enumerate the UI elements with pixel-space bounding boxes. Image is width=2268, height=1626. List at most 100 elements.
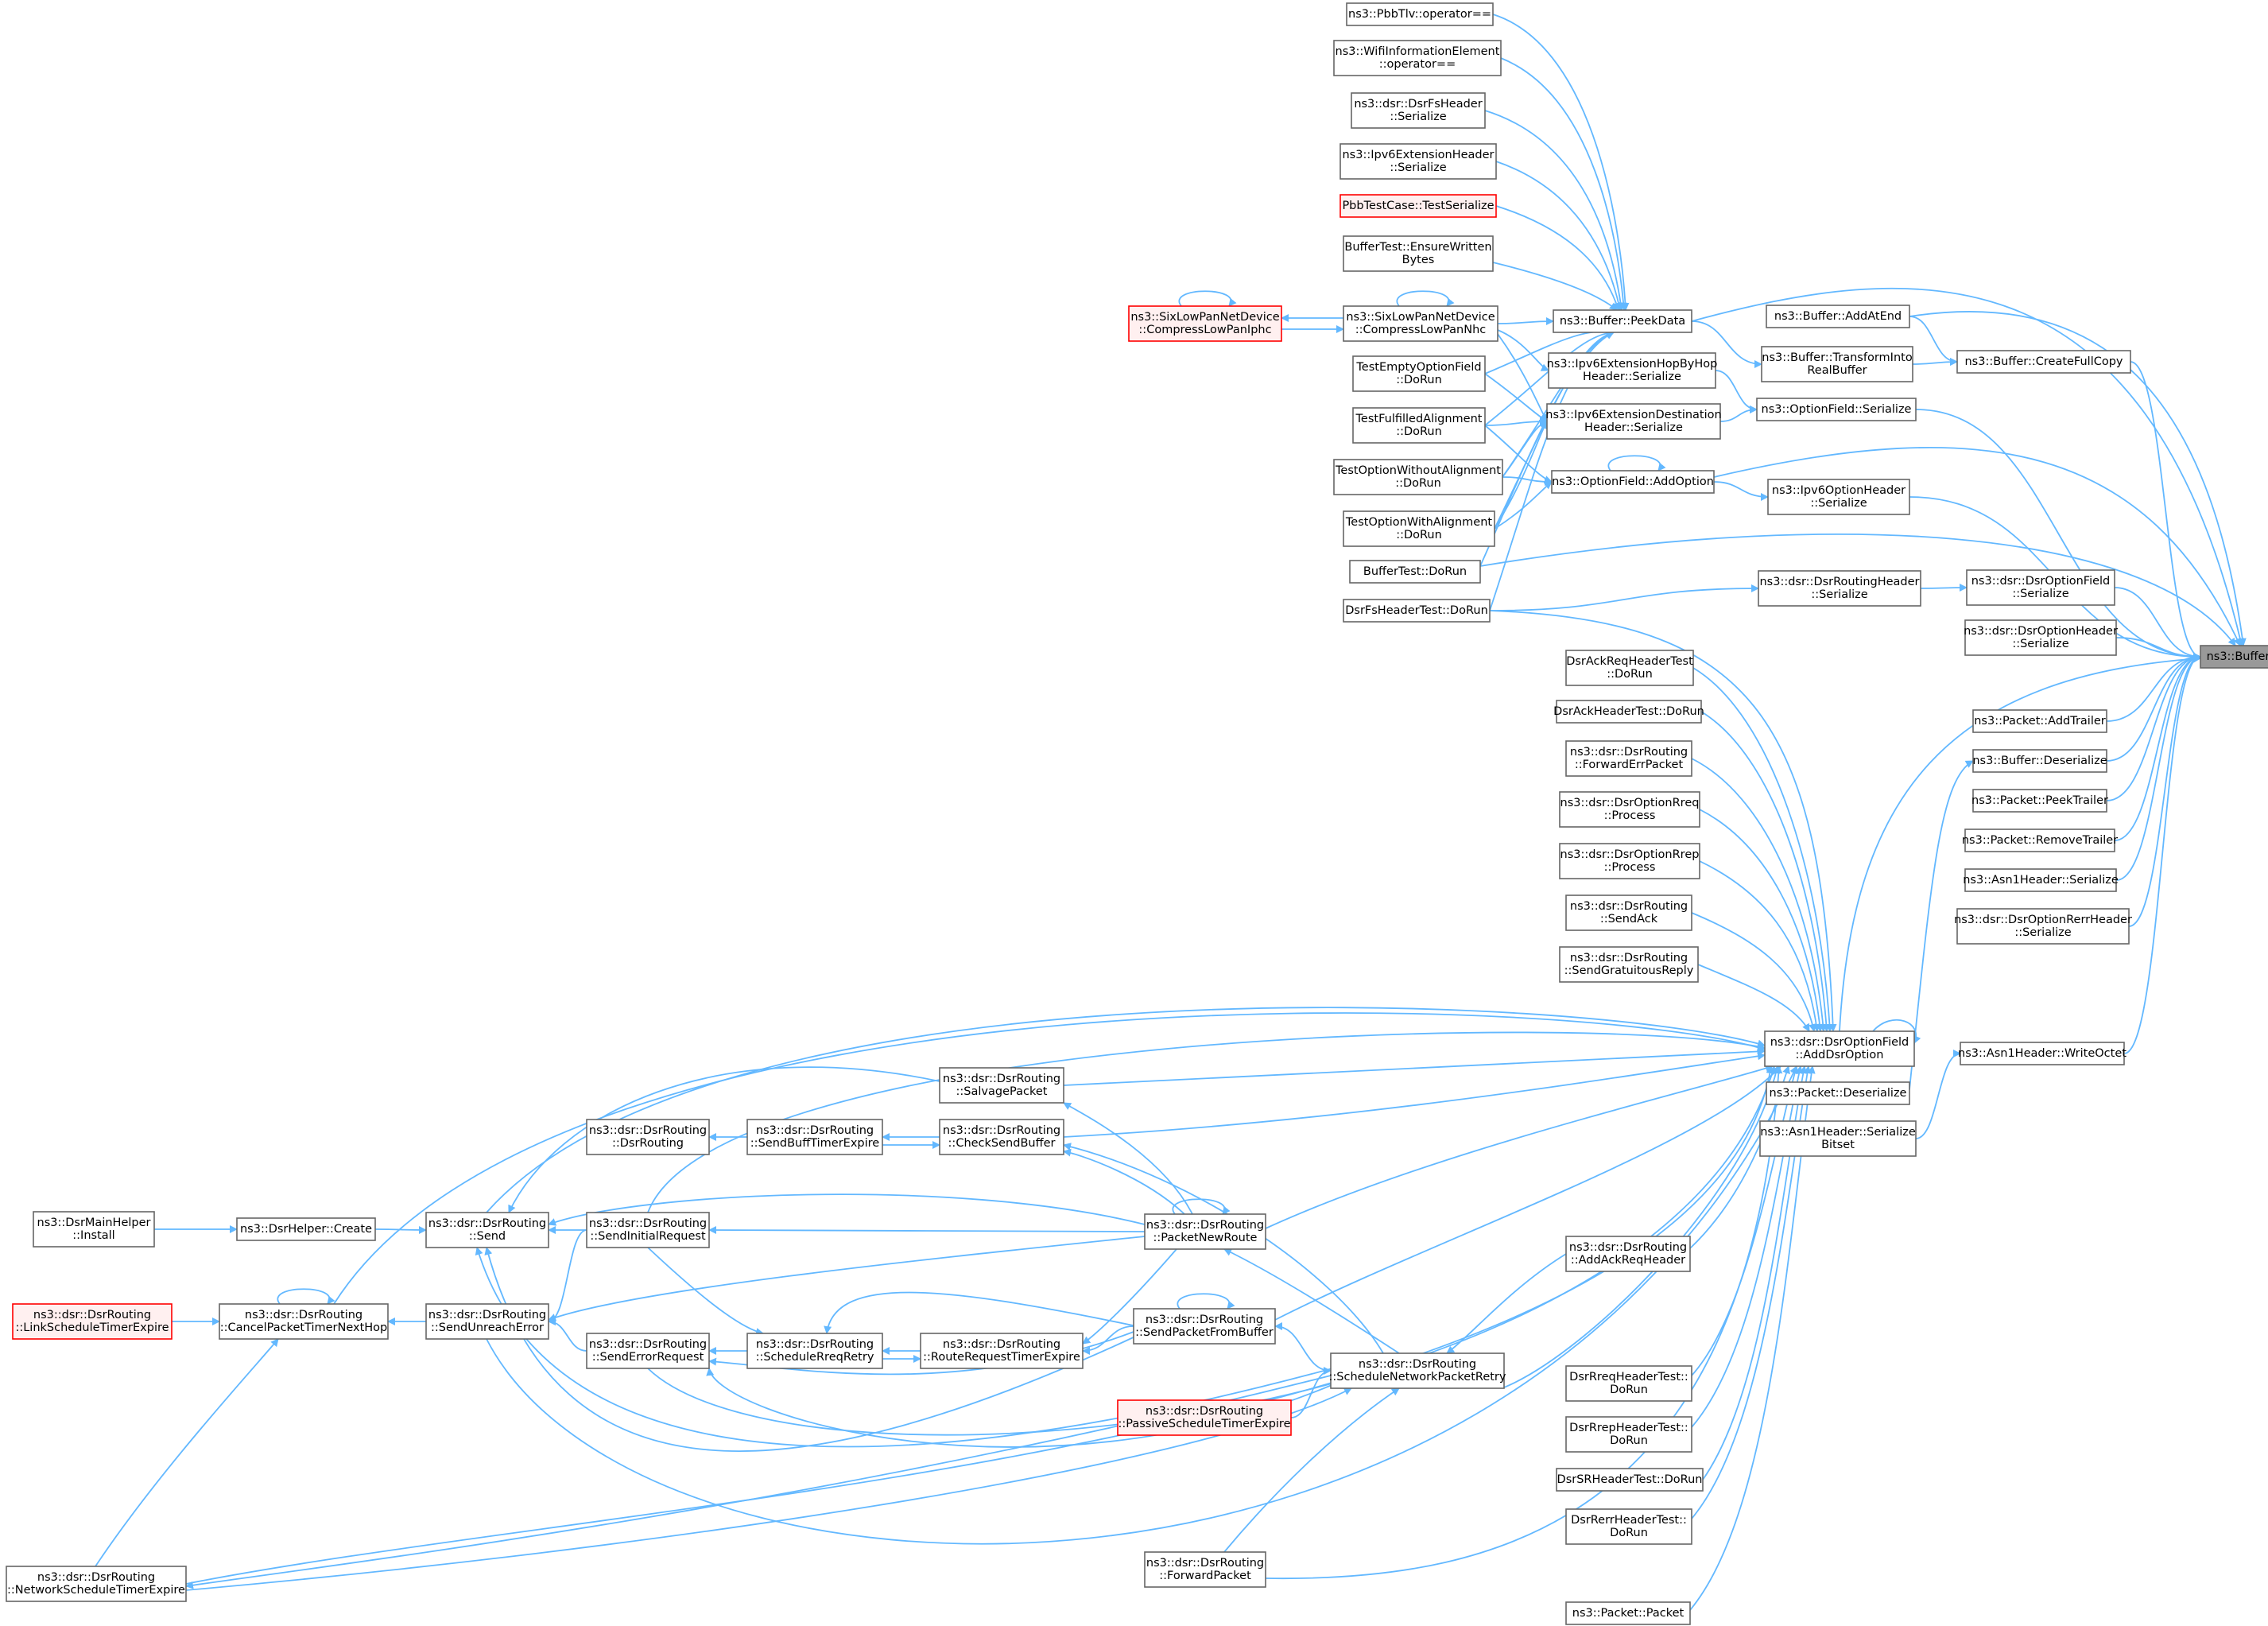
node-box bbox=[12, 1303, 173, 1340]
node-label: ::SendUnreachError bbox=[431, 1321, 544, 1334]
node-box bbox=[1133, 1308, 1276, 1345]
node-testempty[interactable]: TestEmptyOptionField::DoRun bbox=[1352, 355, 1486, 392]
node-box bbox=[939, 1067, 1064, 1104]
node-box bbox=[2200, 645, 2268, 669]
node-sendbufftimer[interactable]: ns3::dsr::DsrRouting::SendBuffTimerExpir… bbox=[746, 1119, 883, 1155]
node-schedulerreq[interactable]: ns3::dsr::DsrRouting::ScheduleRreqRetry bbox=[746, 1333, 883, 1369]
edge-compressnhc-to-compressnhc bbox=[1396, 290, 1455, 307]
node-linkschedule[interactable]: ns3::dsr::DsrRouting::LinkScheduleTimerE… bbox=[12, 1303, 173, 1340]
node-salvage[interactable]: ns3::dsr::DsrRouting::SalvagePacket bbox=[939, 1067, 1064, 1104]
node-dsrroutingheader[interactable]: ns3::dsr::DsrRoutingHeader::Serialize bbox=[1758, 570, 1921, 607]
node-forwardpacket[interactable]: ns3::dsr::DsrRouting::ForwardPacket bbox=[1144, 1551, 1266, 1588]
node-writeoctet[interactable]: ns3::Asn1Header::WriteOctet bbox=[1958, 1042, 2126, 1065]
node-cancelpacket[interactable]: ns3::dsr::DsrRouting::CancelPacketTimerN… bbox=[219, 1303, 389, 1340]
node-compressnhc[interactable]: ns3::SixLowPanNetDevice::CompressLowPanN… bbox=[1343, 305, 1498, 342]
node-addatend[interactable]: ns3::Buffer::AddAtEnd bbox=[1766, 305, 1910, 328]
node-createfullcopy[interactable]: ns3::Buffer::CreateFullCopy bbox=[1956, 350, 2131, 374]
node-box bbox=[746, 1333, 883, 1369]
node-dsrfsheader[interactable]: ns3::dsr::DsrFsHeader::Serialize bbox=[1351, 92, 1486, 129]
edge-sendunreach-to-adddsroption bbox=[486, 1065, 1797, 1545]
node-pbbtlv[interactable]: ns3::PbbTlv::operator== bbox=[1346, 2, 1494, 26]
node-label: ::Process bbox=[1604, 861, 1656, 874]
node-testwithout[interactable]: TestOptionWithoutAlignment::DoRun bbox=[1333, 459, 1503, 495]
node-label: BufferTest::DoRun bbox=[1363, 565, 1467, 578]
node-buffertest[interactable]: BufferTest::DoRun bbox=[1349, 560, 1481, 584]
node-box bbox=[939, 1119, 1064, 1155]
node-box bbox=[1556, 700, 1702, 724]
node-bufferdeserialize[interactable]: ns3::Buffer::Deserialize bbox=[1972, 749, 2107, 773]
node-sendgratuitous[interactable]: ns3::dsr::DsrRouting::SendGratuitousRepl… bbox=[1559, 946, 1699, 983]
node-label: ns3::dsr::DsrRouting bbox=[245, 1309, 362, 1321]
node-addoption[interactable]: ns3::OptionField::AddOption bbox=[1551, 470, 1715, 494]
node-pbbtestcase[interactable]: PbbTestCase::TestSerialize bbox=[1339, 194, 1497, 218]
node-compressiphc[interactable]: ns3::SixLowPanNetDevice::CompressLowPanI… bbox=[1128, 305, 1282, 342]
node-dsrsrtest[interactable]: DsrSRHeaderTest::DoRun bbox=[1556, 1468, 1704, 1492]
node-end[interactable]: ns3::Buffer::End bbox=[2200, 645, 2268, 669]
node-box bbox=[1764, 1030, 1915, 1067]
node-dsroptionheaderser[interactable]: ns3::dsr::DsrOptionHeader::Serialize bbox=[1964, 619, 2118, 656]
node-dsrfstest[interactable]: DsrFsHeaderTest::DoRun bbox=[1343, 599, 1491, 623]
node-box bbox=[1559, 843, 1700, 879]
edge-compressiphc-to-compressiphc bbox=[1178, 290, 1237, 307]
node-destination[interactable]: ns3::Ipv6ExtensionDestinationHeader::Ser… bbox=[1545, 403, 1722, 440]
node-peekdata[interactable]: ns3::Buffer::PeekData bbox=[1553, 309, 1692, 333]
node-passiveschedule[interactable]: ns3::dsr::DsrRouting::PassiveScheduleTim… bbox=[1117, 1399, 1292, 1436]
node-rerrserialize[interactable]: ns3::dsr::DsrOptionRerrHeader::Serialize bbox=[1954, 908, 2132, 945]
node-label: TestOptionWithoutAlignment bbox=[1335, 464, 1501, 477]
node-label: ::CheckSendBuffer bbox=[948, 1137, 1056, 1150]
node-optionfieldser[interactable]: ns3::OptionField::Serialize bbox=[1756, 398, 1917, 421]
node-create[interactable]: ns3::DsrHelper::Create bbox=[236, 1217, 376, 1241]
node-packetpeektrailer[interactable]: ns3::Packet::PeekTrailer bbox=[1971, 789, 2108, 813]
node-schedulenetwork[interactable]: ns3::dsr::DsrRouting::ScheduleNetworkPac… bbox=[1329, 1352, 1506, 1389]
node-packetremovetrailer[interactable]: ns3::Packet::RemoveTrailer bbox=[1962, 829, 2118, 852]
node-hopbyhop[interactable]: ns3::Ipv6ExtensionHopByHopHeader::Serial… bbox=[1547, 352, 1718, 389]
node-packetaddtrailer[interactable]: ns3::Packet::AddTrailer bbox=[1972, 709, 2107, 733]
node-label: ns3::dsr::DsrRouting bbox=[1569, 1241, 1687, 1254]
node-addackreq[interactable]: ns3::dsr::DsrRouting::AddAckReqHeader bbox=[1565, 1236, 1691, 1272]
node-label: ns3::dsr::DsrRouting bbox=[1146, 1314, 1263, 1326]
node-label: ns3::dsr::DsrRouting bbox=[943, 1338, 1060, 1351]
node-ipv6ext[interactable]: ns3::Ipv6ExtensionHeader::Serialize bbox=[1339, 143, 1497, 180]
node-dsrreptest[interactable]: DsrRrepHeaderTest::DoRun bbox=[1565, 1416, 1692, 1453]
node-label: ns3::dsr::DsrRouting bbox=[589, 1217, 707, 1230]
node-packetnewroute[interactable]: ns3::dsr::DsrRouting::PacketNewRoute bbox=[1144, 1213, 1266, 1250]
node-rreqprocess[interactable]: ns3::dsr::DsrOptionRreq::Process bbox=[1559, 791, 1700, 828]
node-dsrroutingctor[interactable]: ns3::dsr::DsrRouting::DsrRouting bbox=[586, 1119, 710, 1155]
node-dsrackreqtest[interactable]: DsrAckReqHeaderTest::DoRun bbox=[1565, 650, 1694, 686]
node-sendunreach[interactable]: ns3::dsr::DsrRouting::SendUnreachError bbox=[425, 1303, 549, 1340]
node-dsroptionfieldser[interactable]: ns3::dsr::DsrOptionField::Serialize bbox=[1966, 569, 2115, 606]
node-sendfrombuffer[interactable]: ns3::dsr::DsrRouting::SendPacketFromBuff… bbox=[1133, 1308, 1276, 1345]
node-checksendbuffer[interactable]: ns3::dsr::DsrRouting::CheckSendBuffer bbox=[939, 1119, 1064, 1155]
node-networkschedule[interactable]: ns3::dsr::DsrRouting::NetworkScheduleTim… bbox=[6, 1566, 187, 1602]
node-packetdeserialize[interactable]: ns3::Packet::Deserialize bbox=[1766, 1081, 1910, 1105]
node-packetpacket[interactable]: ns3::Packet::Packet bbox=[1565, 1601, 1691, 1625]
node-label: ns3::dsr::DsrOptionRerrHeader bbox=[1954, 914, 2132, 926]
node-label: ns3::dsr::DsrRouting bbox=[943, 1124, 1060, 1137]
node-sendinitial[interactable]: ns3::dsr::DsrRouting::SendInitialRequest bbox=[586, 1212, 710, 1248]
node-ipv6optionheader[interactable]: ns3::Ipv6OptionHeader::Serialize bbox=[1767, 479, 1910, 515]
node-send[interactable]: ns3::dsr::DsrRouting::Send bbox=[425, 1212, 549, 1248]
node-asn1serialize[interactable]: ns3::Asn1Header::Serialize bbox=[1963, 868, 2119, 892]
node-dsrrerrtest[interactable]: DsrRerrHeaderTest::DoRun bbox=[1565, 1508, 1692, 1545]
node-adddsroption[interactable]: ns3::dsr::DsrOptionField::AddDsrOption bbox=[1764, 1030, 1915, 1067]
node-label: DsrRreqHeaderTest:: bbox=[1569, 1371, 1688, 1383]
node-dsracktest[interactable]: DsrAckHeaderTest::DoRun bbox=[1553, 700, 1704, 724]
node-dsrrreqtest[interactable]: DsrRreqHeaderTest::DoRun bbox=[1565, 1365, 1692, 1402]
node-wifiie[interactable]: ns3::WifiInformationElement::operator== bbox=[1333, 40, 1502, 76]
node-label: ns3::Buffer::Deserialize bbox=[1972, 755, 2107, 767]
node-rrepprocess[interactable]: ns3::dsr::DsrOptionRrep::Process bbox=[1559, 843, 1700, 879]
node-testfulfilled[interactable]: TestFulfilledAlignment::DoRun bbox=[1352, 407, 1486, 444]
node-testwith[interactable]: TestOptionWithAlignment::DoRun bbox=[1343, 510, 1495, 547]
node-sendack[interactable]: ns3::dsr::DsrRouting::SendAck bbox=[1565, 894, 1692, 931]
node-senderror[interactable]: ns3::dsr::DsrRouting::SendErrorRequest bbox=[586, 1333, 710, 1369]
node-routerequesttimer[interactable]: ns3::dsr::DsrRouting::RouteRequestTimerE… bbox=[920, 1333, 1084, 1369]
node-install[interactable]: ns3::DsrMainHelper::Install bbox=[33, 1211, 155, 1248]
node-forwarderr[interactable]: ns3::dsr::DsrRouting::ForwardErrPacket bbox=[1565, 740, 1692, 777]
node-label: ns3::WifiInformationElement bbox=[1336, 45, 1500, 58]
edge-addoption-to-ipv6optionheader bbox=[1713, 481, 1769, 501]
node-box bbox=[1565, 1508, 1692, 1545]
edge-bitset-to-writeoctet bbox=[1915, 1050, 1961, 1139]
